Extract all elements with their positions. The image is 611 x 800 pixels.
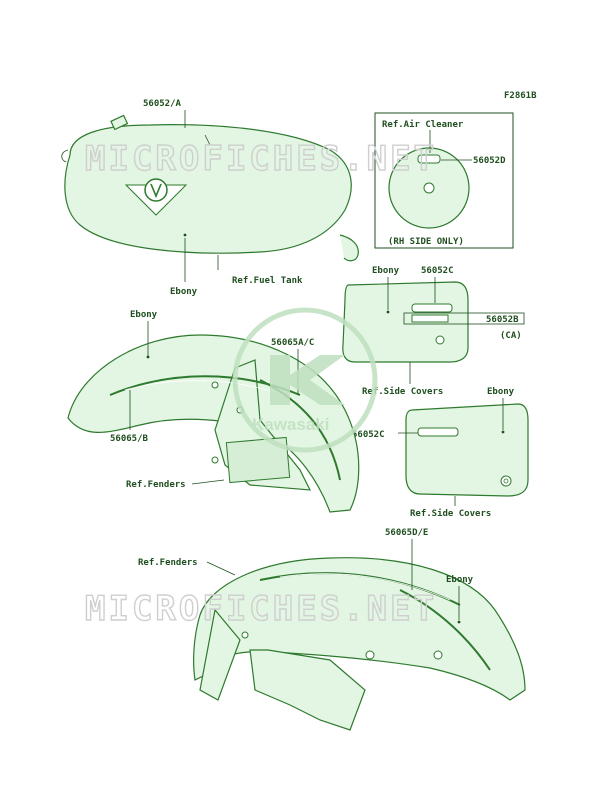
fenders-ref-label-2: Ref.Fenders — [138, 558, 198, 568]
side-cover2-part-number: 56052C — [352, 430, 385, 440]
side-cover-upper — [342, 281, 469, 363]
fuel-tank-color-label: Ebony — [170, 287, 198, 297]
side-cover1-part-number: 56052C — [421, 266, 454, 276]
watermark-bottom: MICROFICHES.NET — [85, 589, 437, 629]
logo-text: Kawasaki — [252, 415, 330, 434]
kawasaki-tank-emblem-icon — [124, 178, 188, 216]
side-cover1-color-label: Ebony — [372, 266, 400, 276]
side-cover-lower — [405, 403, 529, 497]
fuel-tank-part-number: 56052/A — [143, 99, 182, 109]
air-cleaner-ref-label: Ref.Air Cleaner — [382, 119, 464, 130]
kawasaki-logo-watermark: Kawasaki — [232, 307, 378, 453]
air-cleaner-note: (RH SIDE ONLY) — [388, 237, 464, 247]
front-fender-part-number-b: 56065/B — [110, 434, 149, 444]
side-cover1-ca-note: (CA) — [500, 331, 522, 341]
rear-fender-part-number: 56065D/E — [385, 528, 428, 538]
fenders-ref-label-1: Ref.Fenders — [126, 480, 186, 490]
air-cleaner-box — [374, 112, 514, 249]
side-cover1-ca-part-number: 56052B — [486, 315, 519, 325]
figure-code: F2861B — [504, 91, 537, 101]
air-cleaner-part-number: 56052D — [473, 156, 506, 166]
front-fender-part-number-ac: 56065A/C — [271, 338, 314, 348]
air-cleaner-emblem-icon — [417, 154, 441, 164]
front-fender-color-label: Ebony — [130, 310, 158, 320]
fuel-tank-ref-label: Ref.Fuel Tank — [232, 276, 303, 286]
watermark-top: MICROFICHES.NET — [85, 139, 437, 179]
rear-fender-color-label: Ebony — [446, 575, 474, 585]
side-covers-ref-label-2: Ref.Side Covers — [410, 508, 491, 519]
side-cover2-color-label: Ebony — [487, 387, 515, 397]
fuel-tank — [61, 114, 359, 262]
side-covers-ref-label-1: Ref.Side Covers — [362, 386, 443, 397]
rear-fender — [193, 557, 526, 731]
